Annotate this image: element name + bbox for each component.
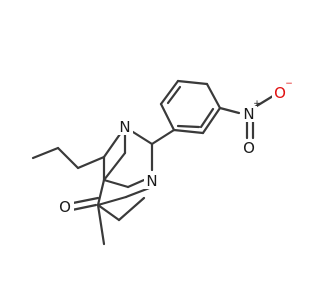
bond (96, 203, 106, 246)
label-mask (241, 106, 257, 122)
bond (218, 106, 241, 115)
bond (176, 124, 201, 129)
bond (166, 85, 182, 105)
bond (56, 146, 80, 170)
bond (126, 178, 146, 189)
bond (150, 128, 176, 146)
label-mask (144, 173, 160, 189)
label-mask (272, 85, 288, 101)
bond (172, 128, 205, 135)
label-mask (117, 119, 133, 135)
bond (96, 195, 128, 207)
bond (31, 146, 60, 160)
bond (96, 178, 106, 207)
nitro-oxygen-label: O (243, 139, 255, 157)
bond (159, 102, 176, 132)
bond (176, 79, 209, 86)
atom-label-backgrounds (58, 85, 288, 215)
molecule-structure-diagram: N N O N + O − O (31, 79, 293, 246)
bond (76, 155, 106, 170)
bond (205, 82, 222, 110)
bond (201, 106, 222, 135)
bond (102, 178, 130, 189)
nitro-oxygen-anion-label: O (274, 84, 286, 102)
label-mask (58, 199, 74, 215)
bond (102, 151, 127, 182)
bond (71, 196, 100, 205)
bond (117, 196, 146, 222)
label-mask (241, 140, 257, 156)
atom-labels: N N O N + O − O (59, 79, 293, 216)
bond (96, 203, 121, 222)
bridgehead-nitrogen-label: N (119, 118, 130, 136)
positive-charge-label: + (253, 99, 261, 109)
bond (70, 203, 98, 212)
nitro-nitrogen-label: N (243, 105, 254, 123)
ketone-oxygen-label: O (59, 198, 71, 216)
bond (253, 94, 275, 109)
bond (199, 107, 215, 129)
bond (159, 79, 180, 106)
bridgehead-nitrogen-label: N (146, 172, 157, 190)
bonds (31, 79, 275, 246)
negative-charge-label: − (285, 79, 293, 89)
